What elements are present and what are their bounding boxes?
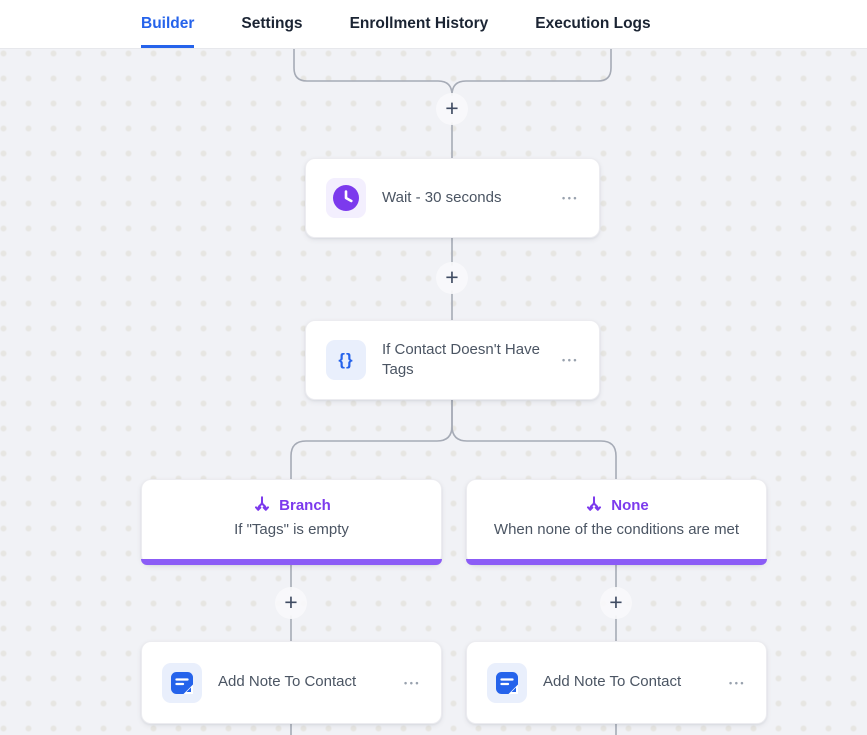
plus-icon: + [284,588,298,615]
plus-icon: + [445,263,459,290]
tab-builder[interactable]: Builder [141,0,195,48]
step-options-menu-icon[interactable]: ••• [562,193,579,203]
branch-condition-node[interactable]: Branch If "Tags" is empty [141,479,442,565]
step-label: If Contact Doesn't Have Tags [382,340,540,378]
workflow-canvas[interactable]: + + + + Wait - 30 seconds ••• {} [0,49,867,735]
wait-step-node[interactable]: Wait - 30 seconds ••• [305,158,600,238]
branch-none-node[interactable]: None When none of the conditions are met [466,479,767,565]
branch-accent-bar [466,559,767,565]
plus-icon: + [609,588,623,615]
plus-icon: + [445,94,459,121]
note-icon [487,662,527,703]
connector-lines [290,49,617,735]
branch-split-icon [255,496,270,511]
branch-subtitle: If "Tags" is empty [234,521,349,538]
step-options-menu-icon[interactable]: ••• [729,677,746,688]
branch-title: Branch [279,496,331,514]
branch-title: None [611,496,649,514]
step-label: Wait - 30 seconds [382,188,502,206]
add-note-step-node[interactable]: Add Note To Contact ••• [141,641,442,724]
condition-step-node[interactable]: {} If Contact Doesn't Have Tags ••• [305,320,600,400]
add-note-step-node[interactable]: Add Note To Contact ••• [466,641,767,724]
step-label: Add Note To Contact [543,673,682,691]
note-icon [162,662,202,703]
tab-settings[interactable]: Settings [241,14,303,32]
tab-execution-logs[interactable]: Execution Logs [535,14,651,32]
step-options-menu-icon[interactable]: ••• [404,677,421,688]
branch-subtitle: When none of the conditions are met [493,521,740,538]
branch-accent-bar [141,559,442,565]
add-step-button[interactable]: + [600,587,632,619]
top-navigation: Builder Settings Enrollment History Exec… [0,0,867,49]
tab-enrollment-history[interactable]: Enrollment History [349,14,489,32]
clock-icon [326,178,366,218]
add-step-button[interactable]: + [436,262,468,294]
curly-braces-icon: {} [326,340,366,380]
step-options-menu-icon[interactable]: ••• [562,355,579,365]
branch-split-icon [587,496,602,511]
step-label: Add Note To Contact [218,673,357,691]
add-step-button[interactable]: + [436,93,468,125]
add-step-button[interactable]: + [275,587,307,619]
